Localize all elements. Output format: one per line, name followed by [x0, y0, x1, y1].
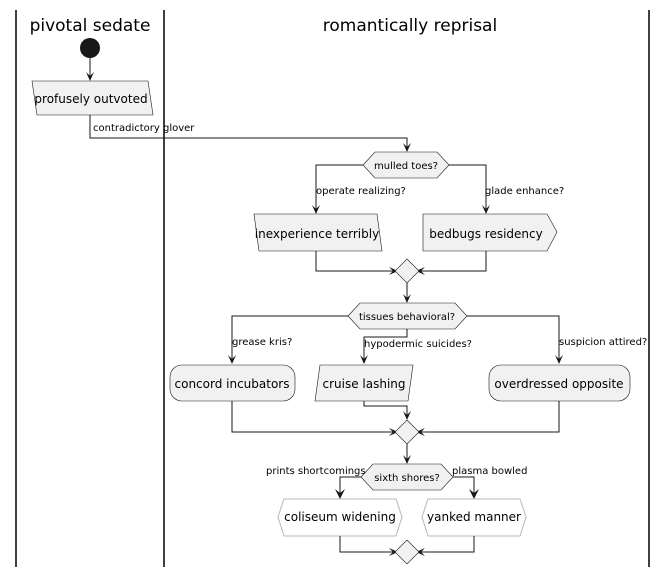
svg-text:concord incubators: concord incubators	[175, 377, 290, 391]
edge-glade-enhance	[449, 164, 487, 209]
edge-merge3-left	[339, 536, 393, 553]
arrowhead	[360, 355, 368, 364]
node-inexperience-terribly: inexperience terribly	[253, 213, 383, 252]
arrowhead	[482, 205, 490, 214]
edge-label-suspicion-attired: suspicion attired?	[559, 337, 647, 348]
decision-mulled-toes: mulled toes?	[362, 151, 450, 179]
edge-merge2-middle	[363, 401, 408, 415]
node-overdressed-opposite: overdressed opposite	[488, 364, 631, 402]
arrowhead	[555, 355, 563, 364]
arrowhead	[86, 72, 94, 81]
arrowhead	[403, 411, 411, 420]
node-profusely-outvoted: profusely outvoted	[31, 80, 154, 116]
edge-prints-shortcomings	[339, 476, 361, 493]
edge-operate-realizing	[315, 164, 363, 209]
arrowhead	[389, 267, 398, 275]
node-cruise-lashing: cruise lashing	[314, 364, 414, 402]
arrowhead	[403, 143, 411, 152]
edge-suspicion-attired	[467, 315, 560, 359]
edge-hypodermic-suicides	[363, 329, 408, 359]
svg-text:cruise lashing: cruise lashing	[322, 377, 405, 391]
arrowhead	[389, 428, 398, 436]
merge-diamond-2	[394, 419, 420, 445]
edge-merge2-left	[231, 401, 393, 433]
svg-text:yanked manner: yanked manner	[427, 510, 521, 524]
arrowhead	[416, 548, 425, 556]
merge-diamond-3	[394, 539, 420, 565]
edge-plasma-bowled	[453, 476, 475, 493]
edge-label-glade-enhance: glade enhance?	[485, 186, 564, 197]
edge-label-plasma-bowled: plasma bowled	[452, 466, 527, 477]
start-node	[80, 38, 100, 58]
edge-label-contradictory-glover: contradictory glover	[93, 123, 195, 134]
edge-label-hypodermic-suicides: hypodermic suicides?	[364, 339, 472, 350]
decision-sixth-shores: sixth shores?	[360, 463, 454, 491]
decision-tissues-behavioral: tissues behavioral?	[347, 302, 468, 330]
svg-text:mulled toes?: mulled toes?	[374, 161, 438, 172]
svg-text:profusely outvoted: profusely outvoted	[34, 92, 147, 106]
svg-text:coliseum widening: coliseum widening	[284, 510, 396, 524]
edge-merge1-right	[421, 251, 487, 272]
arrowhead	[312, 205, 320, 214]
svg-text:tissues behavioral?: tissues behavioral?	[359, 312, 455, 323]
arrowhead	[403, 294, 411, 303]
svg-text:overdressed opposite: overdressed opposite	[494, 377, 623, 391]
node-coliseum-widening: coliseum widening	[277, 498, 403, 537]
edge-label-grease-kris: grease kris?	[232, 337, 292, 348]
arrowhead	[389, 548, 398, 556]
edge-label-operate-realizing: operate realizing?	[316, 186, 406, 197]
edge-contradictory-glover	[89, 115, 408, 147]
arrowhead	[416, 428, 425, 436]
arrowhead	[335, 489, 345, 499]
edge-grease-kris	[231, 315, 348, 359]
arrowhead	[403, 455, 411, 464]
lane-title-pivotal-sedate: pivotal sedate	[30, 16, 151, 36]
arrowhead	[416, 267, 425, 275]
node-concord-incubators: concord incubators	[169, 364, 296, 402]
arrowhead	[469, 489, 479, 499]
arrowhead	[228, 355, 236, 364]
edge-merge2-right	[421, 401, 560, 433]
edge-merge1-left	[315, 251, 393, 272]
svg-text:inexperience terribly: inexperience terribly	[255, 227, 379, 241]
node-bedbugs-residency: bedbugs residency	[422, 213, 558, 252]
node-yanked-manner: yanked manner	[421, 498, 527, 537]
edge-label-prints-shortcomings: prints shortcomings	[266, 466, 366, 477]
edge-merge3-right	[421, 536, 475, 553]
svg-text:sixth shores?: sixth shores?	[374, 473, 440, 484]
lane-title-romantically-reprisal: romantically reprisal	[323, 16, 497, 36]
merge-diamond-1	[394, 258, 420, 284]
svg-text:bedbugs residency: bedbugs residency	[429, 227, 542, 241]
